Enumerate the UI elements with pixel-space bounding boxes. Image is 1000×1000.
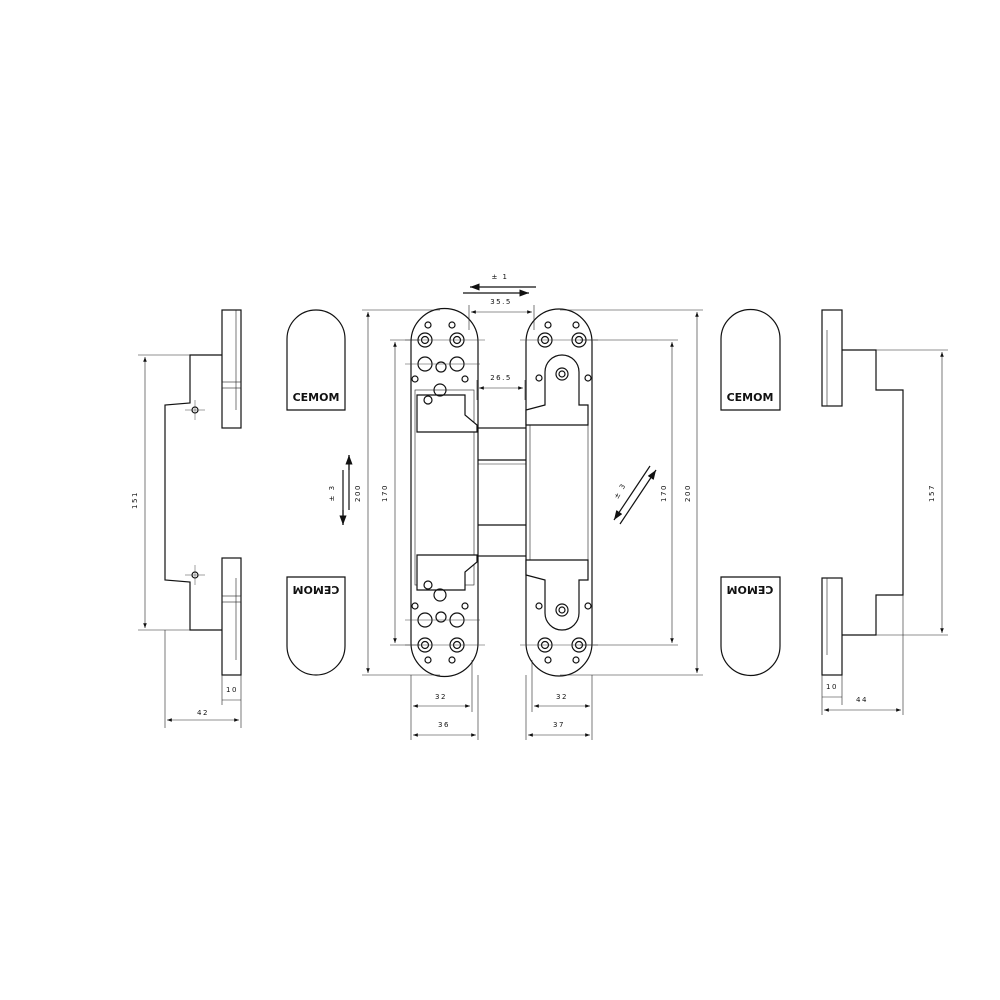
dim-left-plate: 10: [226, 686, 238, 694]
dim-left-depth: 42: [197, 709, 209, 717]
dim-right-height-holes: 170: [660, 484, 668, 502]
left-cover-caps: CEMOM CEMOM: [286, 309, 346, 676]
dim-left-adjust-vertical: ± 3: [328, 484, 336, 501]
dim-gap-top: 35.5: [490, 298, 512, 306]
right-side-view: 157 10 44: [821, 309, 948, 715]
cap-logo-inverted: CEMOM: [727, 583, 774, 596]
dim-right-leaf-width: 32: [556, 693, 568, 701]
cap-logo-inverted: CEMOM: [293, 583, 340, 596]
dim-right-plate: 10: [826, 683, 838, 691]
hinge-front-view: [405, 307, 598, 678]
dim-right-height-total: 200: [684, 484, 692, 502]
cap-logo: CEMOM: [727, 391, 774, 404]
dim-adjust-horizontal: ± 1: [491, 273, 508, 281]
dim-left-height-total: 200: [354, 484, 362, 502]
dim-right-leaf-total: 37: [553, 721, 565, 729]
dim-right-depth: 44: [856, 696, 868, 704]
dim-right-adjust-depth: ± 3: [613, 482, 628, 501]
right-cover-caps: CEMOM CEMOM: [720, 308, 781, 677]
cap-logo: CEMOM: [293, 391, 340, 404]
dim-left-leaf-width: 32: [435, 693, 447, 701]
dim-left-side-height: 151: [131, 491, 139, 509]
dim-gap-inner: 26.5: [490, 374, 512, 382]
dim-right-side-height: 157: [928, 484, 936, 502]
center-dimensions: ± 1 35.5 26.5 200 170 ± 3 170 200 ±: [328, 273, 703, 740]
left-side-view: 151 10 42: [131, 309, 242, 728]
dim-left-leaf-total: 36: [438, 721, 450, 729]
dim-left-height-holes: 170: [381, 484, 389, 502]
